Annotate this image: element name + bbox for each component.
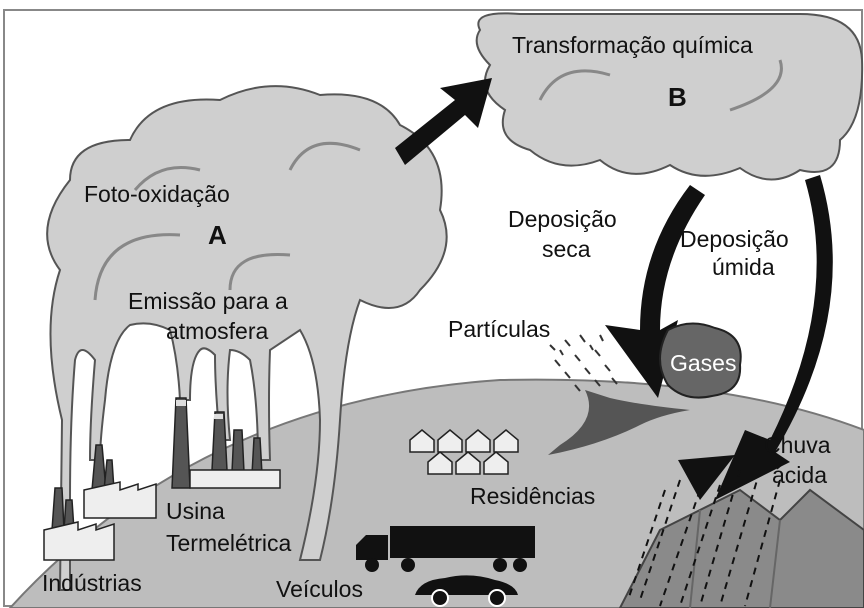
label-residencias: Residências xyxy=(470,483,596,509)
arrow-to-b xyxy=(395,78,492,165)
label-foto-oxidacao: Foto-oxidação xyxy=(84,181,230,207)
label-usina-1: Usina xyxy=(166,498,225,524)
runoff xyxy=(548,390,690,455)
label-chuva-2: ácida xyxy=(772,462,827,488)
label-deposicao-umida-2: úmida xyxy=(712,254,775,280)
label-gases: Gases xyxy=(670,350,737,376)
cloud-a-swirl xyxy=(133,166,201,191)
car xyxy=(415,575,518,607)
gases-blob xyxy=(659,322,742,399)
label-deposicao-seca-2: seca xyxy=(542,236,591,262)
cloud-a xyxy=(46,85,448,591)
label-a: A xyxy=(208,220,227,250)
arrow-dry-deposition xyxy=(605,185,705,398)
label-deposicao-seca-1: Deposição xyxy=(508,206,617,232)
label-particulas: Partículas xyxy=(448,316,551,342)
label-transformacao: Transformação química xyxy=(512,32,753,58)
label-emissao-1: Emissão para a xyxy=(128,288,288,314)
truck xyxy=(356,526,535,572)
cloud-b xyxy=(475,12,864,181)
label-veiculos: Veículos xyxy=(276,576,363,602)
arrow-wet-head xyxy=(678,455,735,500)
arrow-wet-deposition xyxy=(715,175,833,500)
label-usina-2: Termelétrica xyxy=(166,530,292,556)
label-industrias: Indústrias xyxy=(42,570,142,596)
particles xyxy=(549,334,618,392)
label-b: B xyxy=(668,82,687,112)
cloud-a-swirl xyxy=(228,252,291,291)
acid-rain-drops xyxy=(627,469,781,607)
label-chuva-1: Chuva xyxy=(764,432,831,458)
houses xyxy=(409,429,519,475)
industries xyxy=(43,444,157,561)
cloud-b-swirl xyxy=(729,59,783,112)
label-deposicao-umida-1: Deposição xyxy=(680,226,789,252)
cloud-b-swirl xyxy=(538,69,611,101)
cloud-a-swirl xyxy=(93,233,181,301)
power-plant xyxy=(171,397,281,489)
cloud-a-swirl xyxy=(288,141,361,171)
label-emissao-2: atmosfera xyxy=(166,318,269,344)
